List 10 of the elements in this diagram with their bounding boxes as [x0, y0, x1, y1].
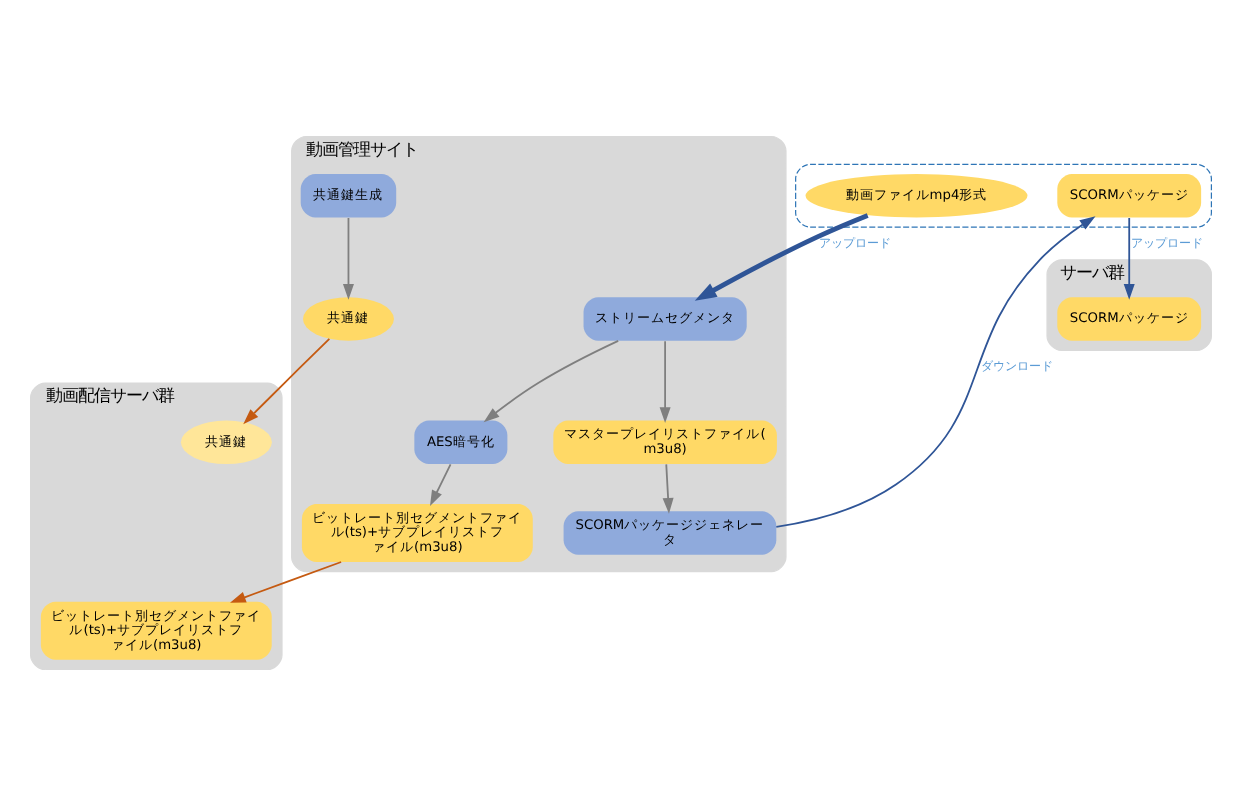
arrow	[659, 340, 671, 423]
arrow	[430, 463, 452, 507]
arrow	[1123, 217, 1135, 300]
arrow	[662, 463, 674, 514]
arrow	[342, 217, 354, 300]
arrow	[230, 561, 343, 603]
arrow	[243, 337, 331, 425]
arrow	[775, 216, 1096, 528]
arrow	[483, 340, 620, 423]
arrow	[694, 213, 869, 301]
